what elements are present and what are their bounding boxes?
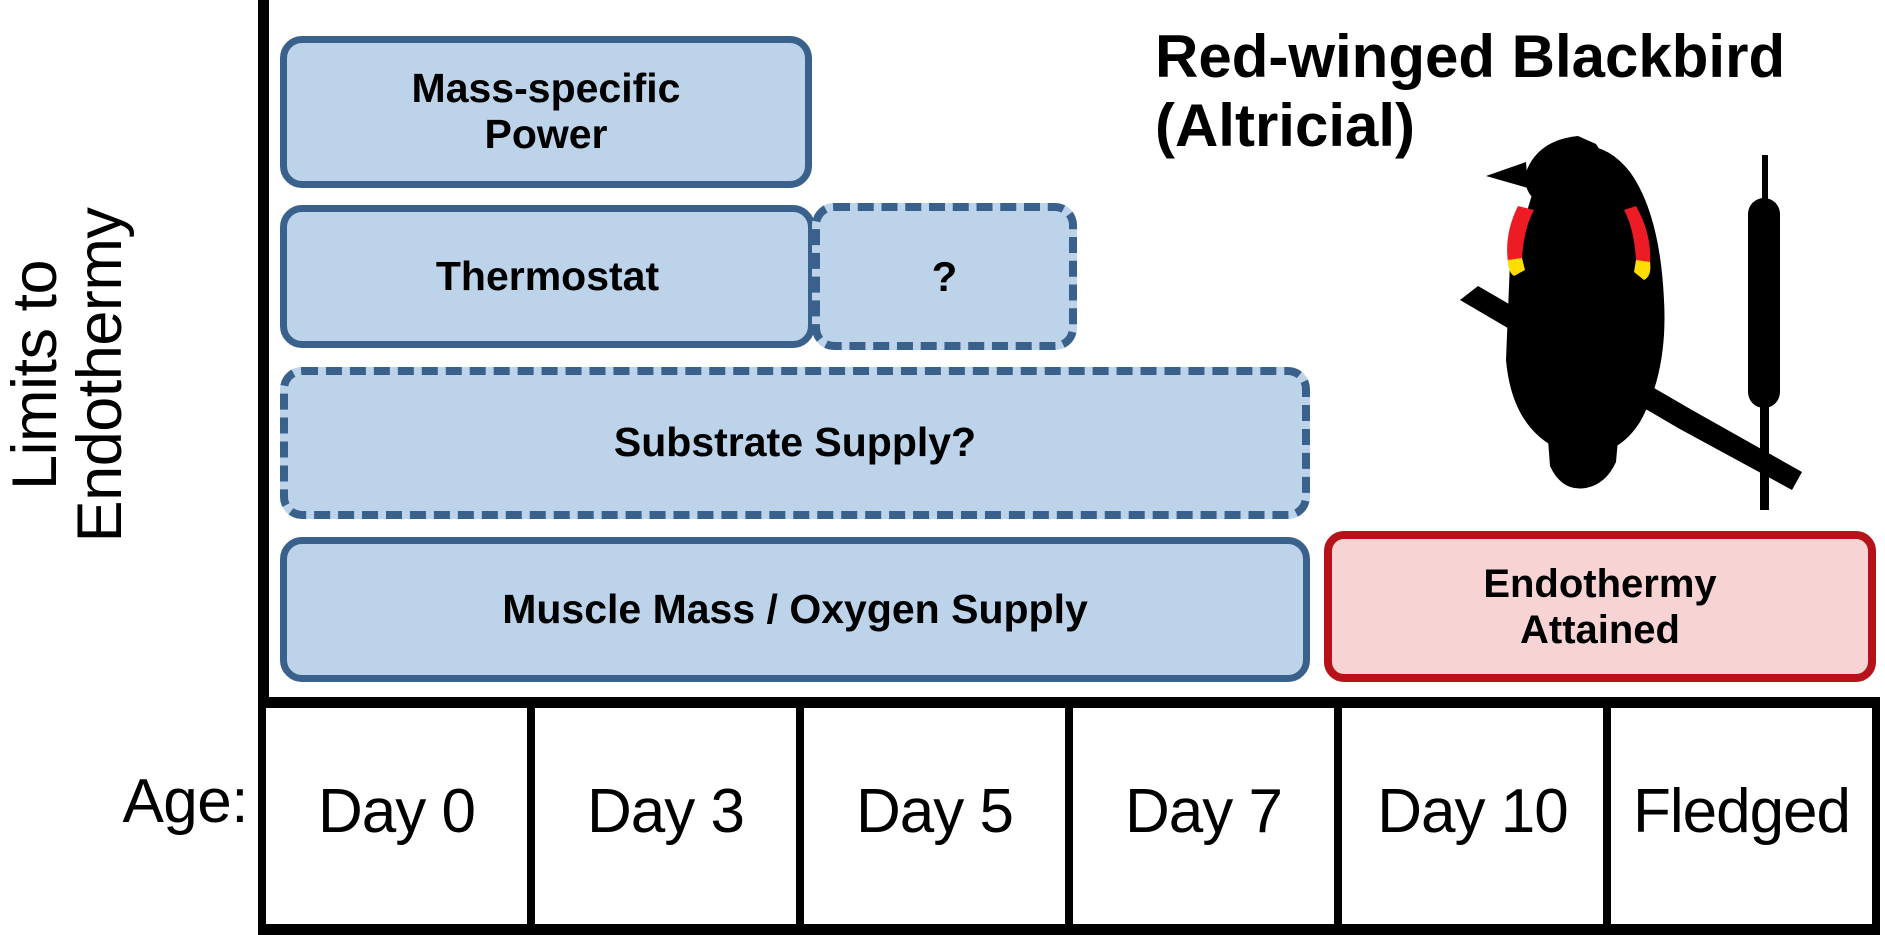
y-axis-line	[258, 0, 269, 700]
y-axis-label-line-2: Endothermy	[65, 207, 135, 543]
bar-unknown-question[interactable]: ?	[812, 203, 1077, 350]
bar-mass-specific-power-label: Mass-specific Power	[411, 65, 681, 157]
y-axis-label: Limits to Endothermy	[0, 95, 153, 655]
bar-muscle-mass-oxygen-supply-label: Muscle Mass / Oxygen Supply	[502, 585, 1088, 632]
timeline-cell-day-0[interactable]: Day 0	[258, 708, 535, 935]
bar-thermostat[interactable]: Thermostat	[280, 205, 815, 348]
bar-thermostat-label: Thermostat	[435, 252, 660, 299]
bar-muscle-mass-oxygen-supply[interactable]: Muscle Mass / Oxygen Supply	[280, 537, 1310, 682]
timeline-cell-day-10[interactable]: Day 10	[1342, 708, 1611, 935]
red-winged-blackbird-icon	[1460, 136, 1802, 510]
bar-substrate-supply-label: Substrate Supply?	[613, 419, 977, 466]
timeline-cell-day-7[interactable]: Day 7	[1073, 708, 1342, 935]
timeline-cell-day-5[interactable]: Day 5	[804, 708, 1073, 935]
timeline-cell-day-3[interactable]: Day 3	[535, 708, 804, 935]
timeline-cell-fledged[interactable]: Fledged	[1611, 708, 1880, 935]
bar-endothermy-attained[interactable]: Endothermy Attained	[1324, 531, 1876, 682]
y-axis-label-line-1: Limits to	[0, 259, 71, 491]
page-title: Red-winged Blackbird (Altricial)	[1155, 23, 1786, 159]
bar-endothermy-attained-label: Endothermy Attained	[1483, 561, 1717, 652]
bar-mass-specific-power[interactable]: Mass-specific Power	[280, 36, 812, 188]
bar-unknown-question-label: ?	[931, 252, 958, 300]
age-timeline: Day 0 Day 3 Day 5 Day 7 Day 10 Fledged	[258, 697, 1880, 935]
age-label: Age:	[122, 767, 248, 836]
bar-substrate-supply[interactable]: Substrate Supply?	[280, 367, 1310, 519]
